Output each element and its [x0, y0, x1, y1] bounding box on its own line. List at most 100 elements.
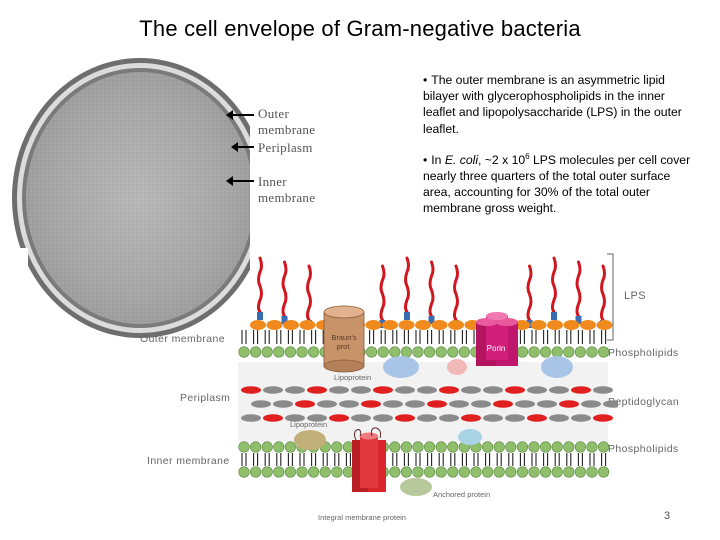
lipid-tail: [299, 453, 305, 466]
diagram-label-outer-membrane: Outer membrane: [140, 333, 225, 345]
lipid-tail: [253, 330, 259, 344]
lipid-tail: [543, 453, 549, 466]
lipid-tail: [461, 453, 467, 466]
phospholipid-head: [331, 441, 343, 453]
phospholipid-head: [400, 466, 412, 478]
lipid-tail: [311, 453, 317, 466]
peptidoglycan-unit: [439, 414, 459, 422]
bullet-text-prefix: In: [431, 152, 445, 167]
peptidoglycan-unit: [461, 414, 481, 422]
diagram-label-phospholipids-outer: Phospholipids: [608, 347, 679, 359]
phospholipid-head: [516, 466, 529, 478]
phospholipid-head: [389, 441, 401, 453]
lps-head: [299, 320, 316, 330]
phospholipid-head: [261, 441, 273, 453]
peptidoglycan-unit: [307, 386, 327, 394]
lipid-tail: [264, 453, 270, 466]
lps-head: [365, 320, 382, 330]
arrow-icon: [226, 110, 254, 120]
phospholipid-head: [296, 466, 308, 478]
peptidoglycan-unit: [537, 400, 557, 408]
cell-micrograph: Outer membrane Periplasm Inner membrane: [0, 48, 315, 338]
phospholipid-head: [528, 441, 540, 453]
lipid-tail: [438, 330, 444, 344]
lipid-tail: [554, 453, 560, 466]
phospholipid-head: [458, 466, 470, 478]
lps-chain: [526, 264, 533, 322]
lipid-tail: [485, 453, 491, 466]
lps-core: [551, 312, 557, 320]
lipid-tail: [577, 330, 583, 344]
lipid-tail: [369, 330, 375, 344]
phospholipid-head: [563, 441, 575, 453]
lps-core: [428, 316, 435, 324]
bullet-text-mid: , ~2 x 10: [478, 152, 526, 167]
diagram-label-peptidoglycan: Peptidoglycan: [608, 396, 680, 408]
lps-head: [580, 320, 596, 330]
peptidoglycan-unit: [559, 400, 579, 408]
lipid-tail: [601, 330, 607, 344]
phospholipid-head: [412, 346, 424, 358]
lipid-tail: [427, 453, 433, 466]
phospholipid-head: [551, 346, 563, 358]
lipid-tail: [299, 330, 305, 344]
lipid-tail: [403, 330, 409, 344]
diagram-label-inner-membrane: Inner membrane: [147, 455, 230, 467]
peptidoglycan-unit: [527, 414, 547, 422]
lps-chain: [551, 256, 557, 314]
peptidoglycan-unit: [251, 400, 271, 408]
lps-head: [530, 320, 547, 330]
lipid-tail: [241, 453, 247, 466]
phospholipid-head: [540, 441, 552, 453]
peptidoglycan-unit: [571, 414, 591, 422]
diagram-label-periplasm: Periplasm: [180, 392, 231, 404]
phospholipid-head: [284, 466, 297, 478]
phospholipid-head: [540, 466, 552, 478]
phospholipid-head: [307, 346, 320, 358]
peptidoglycan-unit: [285, 386, 305, 394]
lipid-tail: [415, 453, 421, 466]
lipid-tail: [531, 453, 537, 466]
peptidoglycan-unit: [449, 400, 469, 408]
lps-head: [448, 320, 464, 330]
peptidoglycan-unit: [405, 400, 425, 408]
phospholipid-head: [493, 441, 505, 453]
lipid-tail: [322, 453, 328, 466]
lps-core: [281, 316, 288, 324]
brauns-label-2: prot.: [336, 342, 351, 351]
peptidoglycan-unit: [351, 386, 371, 394]
phospholipid-head: [447, 346, 459, 358]
bullet-outer-membrane: •The outer membrane is an asymmetric lip…: [423, 72, 695, 137]
phospholipid-head: [482, 466, 494, 478]
cell-micrograph-image: [0, 58, 268, 338]
integral-membrane-protein: [352, 427, 386, 492]
lipid-tail: [311, 330, 317, 344]
peptidoglycan-unit: [461, 386, 481, 394]
peptidoglycan-unit: [307, 414, 327, 422]
lipid-tail: [496, 453, 502, 466]
inner-membrane-layer: [238, 441, 610, 478]
phospholipid-head: [296, 346, 308, 358]
lipid-tail: [276, 330, 282, 344]
bullet-text: The outer membrane is an asymmetric lipi…: [423, 73, 682, 136]
lipid-tail: [334, 453, 340, 466]
peptidoglycan-unit: [273, 400, 293, 408]
lps-head: [250, 320, 266, 330]
lipid-tail: [450, 330, 456, 344]
phospholipid-head: [598, 346, 610, 358]
peptidoglycan-unit: [317, 400, 337, 408]
phospholipid-head: [574, 346, 587, 358]
phospholipid-head: [447, 466, 459, 478]
lipid-tail: [241, 330, 247, 344]
lipid-tail: [531, 330, 537, 344]
peptidoglycan-unit: [361, 400, 381, 408]
phospholipid-head: [319, 466, 331, 478]
phospholipid-head: [250, 346, 262, 358]
arrow-icon: [226, 176, 254, 186]
membrane-diagram: Braun's prot. Porin Lipoprotein Lipoprot…: [238, 250, 623, 528]
diagram-label-lps: LPS: [624, 290, 646, 302]
peptidoglycan-unit: [527, 386, 547, 394]
phospholipid-head: [586, 441, 598, 453]
peptidoglycan-unit: [263, 414, 283, 422]
lps-bracket: [607, 253, 614, 341]
